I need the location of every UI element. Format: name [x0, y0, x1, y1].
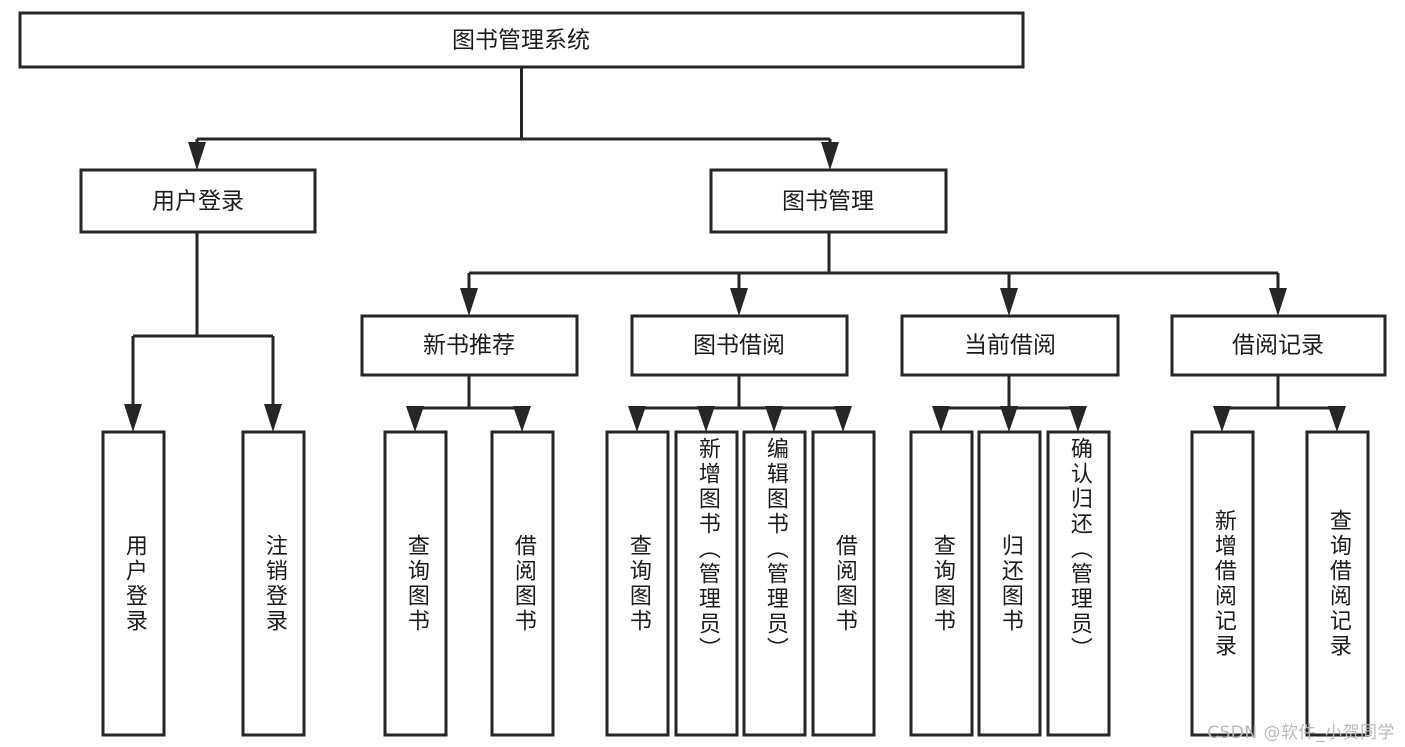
node-book-borrow[interactable] [630, 314, 849, 377]
node-leaf-user-login[interactable] [101, 430, 166, 737]
arrow-head-book-borrow [730, 288, 748, 316]
arrow-head-leaf-query-record [1328, 406, 1346, 432]
arrow-head-leaf-add-book [697, 406, 715, 432]
node-leaf-query-book-3[interactable] [909, 430, 974, 737]
arrow-head-leaf-query-book-1 [406, 406, 424, 432]
node-new-book-recommend-label: 新书推荐 [423, 333, 515, 359]
csdn-watermark: CSDN @软件_小贺同学 [1207, 723, 1395, 743]
node-leaf-confirm-return[interactable] [1046, 430, 1111, 737]
arrow-head-leaf-edit-book [765, 406, 783, 432]
node-leaf-borrow-book-2[interactable] [811, 430, 876, 737]
arrow-head-leaf-query-book-2 [628, 406, 646, 432]
arrow-head-leaf-borrow-book-1 [513, 406, 531, 432]
node-leaf-edit-book[interactable] [742, 430, 807, 737]
node-root[interactable] [18, 11, 1025, 69]
arrow-head-leaf-borrow-book-2 [834, 406, 852, 432]
arrow-head-leaf-query-book-3 [932, 406, 950, 432]
node-user-login[interactable] [79, 168, 317, 234]
arrow-head-new-book-recommend [460, 288, 478, 316]
connector-layer [124, 67, 1346, 432]
node-new-book-recommend[interactable] [360, 314, 579, 377]
arrow-head-leaf-confirm-return [1069, 406, 1087, 432]
node-leaf-logout[interactable] [241, 430, 306, 737]
arrow-head-borrow-record [1269, 288, 1287, 316]
arrow-head-leaf-logout [264, 404, 282, 432]
node-book-manage-label: 图书管理 [782, 189, 874, 215]
arrow-head-leaf-return-book [1000, 406, 1018, 432]
node-leaf-query-book-1[interactable] [383, 430, 448, 737]
node-current-borrow-label: 当前借阅 [964, 333, 1056, 359]
node-book-manage[interactable] [709, 168, 948, 234]
arrow-head-current-borrow [1000, 288, 1018, 316]
node-leaf-query-record[interactable] [1305, 430, 1370, 737]
node-borrow-record[interactable] [1170, 314, 1387, 377]
node-leaf-return-book[interactable] [977, 430, 1042, 737]
node-root-label: 图书管理系统 [452, 28, 590, 54]
node-leaf-borrow-book-1[interactable] [490, 430, 555, 737]
node-leaf-add-record[interactable] [1190, 430, 1255, 737]
node-leaf-query-book-2[interactable] [605, 430, 670, 737]
arrow-head-leaf-add-record [1213, 406, 1231, 432]
node-leaf-add-book[interactable] [674, 430, 739, 737]
node-layer: 图书管理系统 用户登录 图书管理 新书推荐 图书借阅 当前借阅 借阅记录 [18, 11, 1387, 737]
node-current-borrow[interactable] [900, 314, 1120, 377]
node-borrow-record-label: 借阅记录 [1232, 333, 1324, 359]
arrow-head-leaf-user-login [124, 404, 142, 432]
node-user-login-label: 用户登录 [152, 189, 244, 215]
arrow-head-book-manage [821, 142, 839, 170]
arrow-head-user-login [188, 142, 206, 170]
node-book-borrow-label: 图书借阅 [693, 333, 785, 359]
